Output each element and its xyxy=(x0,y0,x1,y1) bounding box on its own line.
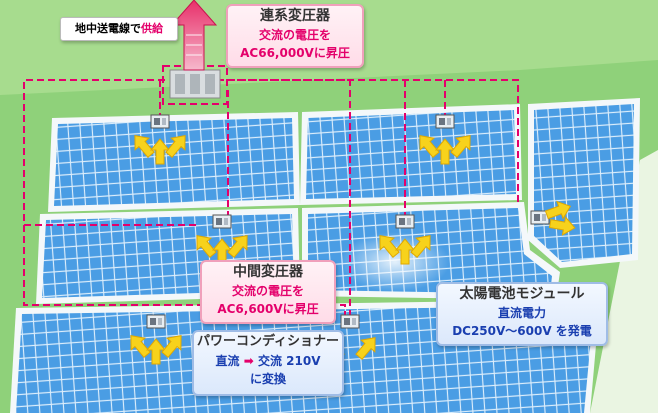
grid-transformer-title: 連系変圧器 xyxy=(260,8,330,24)
solar-module-line2: DC250V～600V を発電 xyxy=(452,324,592,338)
sun-glare xyxy=(340,232,450,292)
power-conditioner-title: パワーコンディショナー xyxy=(196,334,340,349)
grid-transformer-line1: 交流の電圧を xyxy=(228,26,362,44)
power-conditioner-to: 交流 210V xyxy=(257,354,321,368)
grid-transformer-line1-pre: 交流の xyxy=(258,28,295,42)
mid-transformer-line1-post: を xyxy=(292,284,305,298)
panel-block-top-left xyxy=(48,112,300,212)
grid-transformer-equipment xyxy=(169,69,221,99)
panel-block-far-right xyxy=(528,98,640,268)
power-conditioner-line2: に変換 xyxy=(249,372,286,386)
power-conditioner-label: パワーコンディショナー 直流 ➡ 交流 210V に変換 xyxy=(192,330,344,396)
mid-transformer-line1-em: 電圧 xyxy=(267,284,292,298)
panel-block-top-right xyxy=(300,104,522,205)
mid-transformer-label: 中間変圧器 交流の電圧を AC6,600Vに昇圧 xyxy=(200,260,336,324)
underground-highlight: 供給 xyxy=(141,22,163,35)
underground-text: 地中送電線で xyxy=(75,22,141,35)
mid-transformer-title: 中間変圧器 xyxy=(233,264,303,280)
grid-transformer-line2: AC66,000Vに昇圧 xyxy=(240,46,350,60)
mid-transformer-line1-pre: 交流の xyxy=(231,284,268,298)
mid-transformer-line1: 交流の電圧を xyxy=(202,282,334,300)
cable-network xyxy=(23,79,519,320)
grid-transformer-line1-post: を xyxy=(319,28,332,42)
power-conditioner-from: 直流 xyxy=(215,354,240,368)
conversion-arrow-icon: ➡ xyxy=(243,354,254,368)
grid-transformer-frame xyxy=(162,65,228,105)
solar-module-line1: 直流電力 xyxy=(497,306,546,320)
side-road xyxy=(590,150,658,413)
solar-module-label: 太陽電池モジュール 直流電力 DC250V～600V を発電 xyxy=(436,282,608,346)
power-conditioner-conversion: 直流 ➡ 交流 210V xyxy=(194,352,342,370)
grid-transformer-line1-em: 電圧 xyxy=(294,28,319,42)
underground-cable-label: 地中送電線で供給 xyxy=(60,17,178,41)
grid-transformer-label: 連系変圧器 交流の電圧を AC66,000Vに昇圧 xyxy=(226,4,364,68)
solar-module-title: 太陽電池モジュール xyxy=(459,286,585,302)
mid-transformer-line2: AC6,600Vに昇圧 xyxy=(217,302,319,316)
